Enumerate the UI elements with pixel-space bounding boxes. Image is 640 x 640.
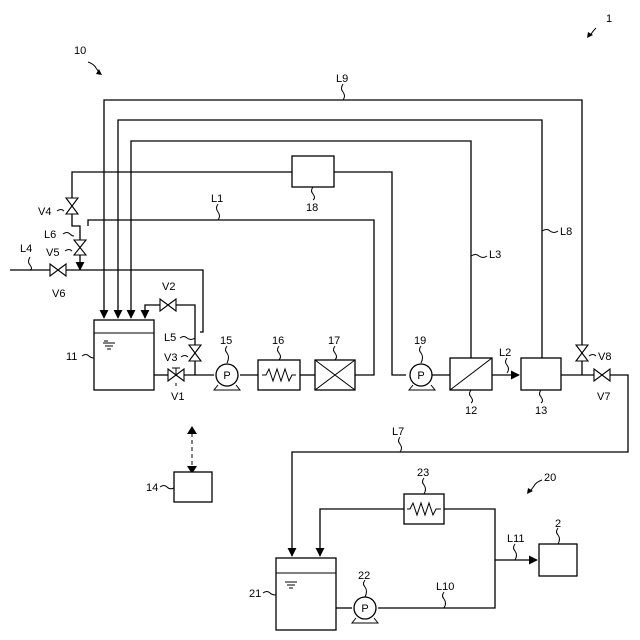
label-l7: L7 [392,426,404,438]
label-v3: V3 [164,352,177,364]
leader-23 [423,478,426,494]
line-v2-to-tank [145,305,160,318]
pump-15-symbol: P [223,370,230,382]
label-21: 21 [249,588,261,600]
leader-l2 [506,358,509,373]
label-v7: V7 [597,391,610,403]
leader-22 [364,580,367,597]
leader-v4 [57,210,64,212]
leader-20 [530,480,542,491]
box-14 [174,472,212,502]
leader-v3 [181,356,188,358]
leader-l10 [443,592,446,608]
label-unit-10: 10 [74,45,86,57]
leader-14 [160,486,174,489]
line-v2-branch [176,305,195,332]
label-v8: V8 [598,351,611,363]
pump-22-symbol: P [361,603,368,615]
label-l9: L9 [336,73,348,85]
leader-21 [263,592,276,596]
label-v2: V2 [162,281,175,293]
label-l6: L6 [44,229,56,241]
leader-l11 [514,544,517,560]
label-l3: L3 [489,249,501,261]
label-v4: V4 [38,206,51,218]
leader-12 [470,390,473,403]
leader-11 [82,355,94,359]
label-16: 16 [272,335,284,347]
box-2 [539,544,577,576]
leader-l3 [471,255,487,258]
leader-13 [540,390,543,403]
label-l4: L4 [20,243,32,255]
label-unit-20: 20 [544,472,556,484]
valve-v6 [50,264,66,276]
valve-v7 [594,369,610,381]
label-l5: L5 [164,332,176,344]
leader-l1 [217,204,220,220]
signal-arrowhead-up [187,426,197,434]
leader-17 [334,346,337,360]
leader-l6 [63,233,74,237]
label-19: 19 [414,335,426,347]
tank-21 [276,558,336,630]
unit-13 [521,358,561,390]
leader-19 [420,346,423,363]
label-v1: V1 [171,391,184,403]
line-18-to-19 [334,172,406,375]
label-v5: V5 [46,247,59,259]
tank-11 [94,320,154,390]
valve-v5 [74,240,86,255]
valve-v4 [66,198,78,214]
leader-v8 [589,355,596,357]
label-l10: L10 [436,581,454,593]
label-l2: L2 [499,347,511,359]
pump-19-symbol: P [417,370,424,382]
valve-v2 [160,299,176,311]
leader-l9 [342,84,345,100]
leader-15 [226,346,229,363]
label-14: 14 [146,482,158,494]
label-system-1: 1 [606,13,612,25]
leader-l5 [180,337,195,340]
label-23: 23 [417,467,429,479]
label-22: 22 [358,570,370,582]
label-l8: L8 [560,226,572,238]
leader-l7 [399,437,402,452]
line-23-return [320,509,404,556]
leader-v5 [65,250,72,252]
label-2: 2 [555,518,561,530]
label-13: 13 [535,405,547,417]
valve-v3 [189,345,201,361]
valve-v8 [576,345,588,361]
label-15: 15 [220,335,232,347]
line-l6-upper [72,172,292,198]
box-18 [292,156,334,187]
line-v7-out [292,375,628,556]
leader-l4 [29,257,32,270]
leader-2 [557,528,560,544]
leader-16 [278,346,281,360]
leader-l8 [542,230,558,233]
label-v6: V6 [52,288,65,300]
label-18: 18 [306,202,318,214]
valve-v1 [168,368,184,381]
label-17: 17 [328,335,340,347]
label-12: 12 [465,405,477,417]
leader-18 [312,187,315,200]
label-11: 11 [66,351,77,363]
label-l1: L1 [211,193,223,205]
label-l11: L11 [507,533,525,545]
